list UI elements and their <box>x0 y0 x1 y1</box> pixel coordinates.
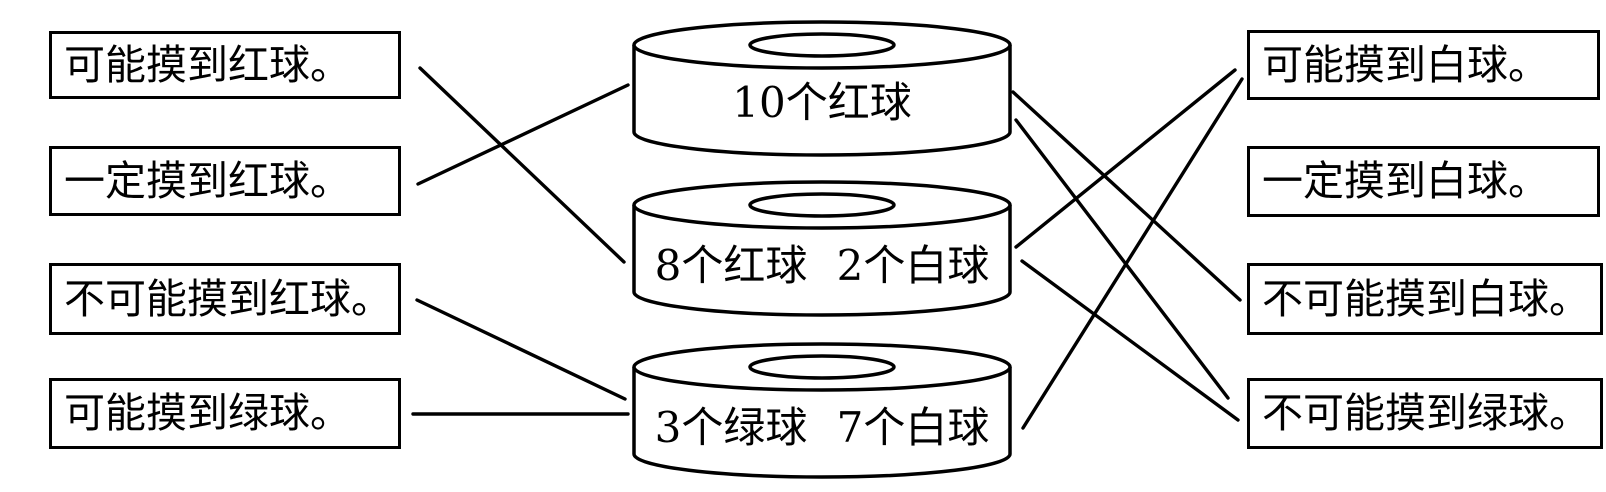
statement-possible-red: 可能摸到红球。 <box>49 31 401 99</box>
cylinder-body <box>632 367 1012 479</box>
statement-possible-white: 可能摸到白球。 <box>1247 30 1600 100</box>
basket-label-3-green-7-white: 3个绿球 7个白球 <box>654 403 990 452</box>
line-basket1-to-impossible-white <box>1011 90 1242 302</box>
basket-cylinder-3 <box>632 342 1012 479</box>
line-basket2-to-possible-white <box>1014 68 1237 249</box>
line-impossible-red-to-basket3 <box>415 298 627 401</box>
cylinder-opening <box>748 32 896 58</box>
line-basket1-to-impossible-green <box>1014 118 1230 400</box>
line-basket3-to-possible-white <box>1021 77 1244 430</box>
line-possible-red-to-basket2 <box>418 66 626 264</box>
basket-cylinder-2 <box>632 180 1012 317</box>
cylinder-body <box>632 205 1012 317</box>
statement-possible-green: 可能摸到绿球。 <box>49 378 401 449</box>
basket-label-10-red: 10个红球 <box>732 78 912 127</box>
statement-impossible-green: 不可能摸到绿球。 <box>1247 378 1603 449</box>
basket-label-8-red-2-white: 8个红球 2个白球 <box>654 241 990 290</box>
cylinder-body <box>632 45 1012 157</box>
statement-certain-white: 一定摸到白球。 <box>1247 146 1600 217</box>
line-certain-red-to-basket1 <box>416 83 630 186</box>
statement-certain-red: 一定摸到红球。 <box>49 146 401 216</box>
statement-impossible-white: 不可能摸到白球。 <box>1247 263 1603 335</box>
basket-cylinder-1 <box>632 20 1012 157</box>
line-basket2-to-impossible-green <box>1020 259 1240 422</box>
cylinder-opening <box>748 354 896 380</box>
cylinder-opening <box>748 192 896 218</box>
statement-impossible-red: 不可能摸到红球。 <box>49 263 401 335</box>
